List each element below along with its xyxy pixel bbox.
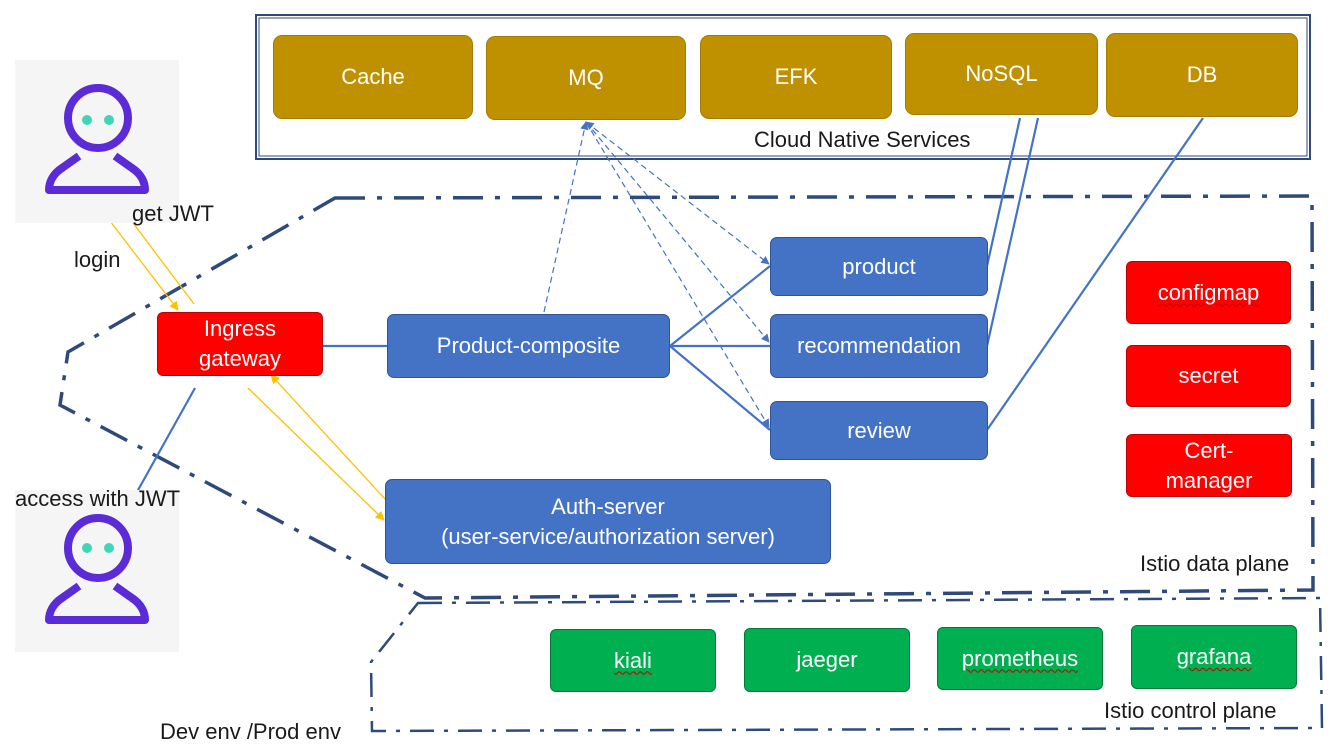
configmap-label: configmap <box>1157 279 1260 305</box>
login-label: login <box>74 247 121 272</box>
kiali-label: kiali <box>614 647 652 673</box>
control-plane-boundary <box>369 596 1324 733</box>
service-product[interactable]: product <box>770 237 988 296</box>
user-bottom <box>15 490 179 652</box>
config-cert-manager[interactable]: Cert- manager <box>1126 434 1292 497</box>
auth-to-ingress-arrow <box>270 374 387 501</box>
service-review[interactable]: review <box>770 401 988 460</box>
service-db[interactable]: DB <box>1106 33 1298 117</box>
tool-jaeger[interactable]: jaeger <box>744 628 910 692</box>
auth-server[interactable]: Auth-server (user-service/authorization … <box>385 479 831 564</box>
environment-label: Dev env /Prod env <box>160 719 341 744</box>
mq-to-product <box>585 121 770 265</box>
cloud-services-title: Cloud Native Services <box>754 127 971 152</box>
composite-to-mq <box>543 121 589 313</box>
data-plane-boundary <box>58 194 1315 600</box>
service-nosql[interactable]: NoSQL <box>905 33 1098 115</box>
control-plane-title: Istio control plane <box>1104 698 1277 723</box>
user-icon <box>45 514 149 624</box>
ingress-gateway[interactable]: Ingress gateway <box>157 312 323 376</box>
prometheus-label: prometheus <box>961 645 1079 671</box>
mq-to-recommendation <box>585 121 770 343</box>
data-plane-title: Istio data plane <box>1140 551 1290 576</box>
composite-to-review <box>669 345 771 431</box>
get-jwt-label: get JWT <box>132 201 214 226</box>
tool-grafana[interactable]: grafana <box>1131 625 1297 689</box>
user-icon <box>45 84 149 194</box>
tool-prometheus[interactable]: prometheus <box>937 627 1103 690</box>
user-top <box>15 60 179 223</box>
mq-to-review <box>585 121 770 428</box>
service-efk[interactable]: EFK <box>700 35 892 119</box>
composite-to-product <box>669 265 771 347</box>
cloud-services-frame <box>255 14 1311 160</box>
service-mq[interactable]: MQ <box>486 36 686 120</box>
recommendation-to-nosql <box>985 117 1040 347</box>
tool-kiali[interactable]: kiali <box>550 629 716 692</box>
product-to-nosql <box>985 117 1022 267</box>
access-with-jwt-label: access with JWT <box>15 486 181 511</box>
ingress-to-auth-arrow <box>247 387 385 521</box>
config-configmap[interactable]: configmap <box>1126 261 1291 324</box>
review-to-db <box>986 117 1204 431</box>
grafana-label: grafana <box>1176 644 1252 669</box>
service-cache[interactable]: Cache <box>273 35 473 119</box>
product-composite[interactable]: Product-composite <box>387 314 670 378</box>
config-secret[interactable]: secret <box>1126 345 1291 407</box>
service-recommendation[interactable]: recommendation <box>770 314 988 378</box>
